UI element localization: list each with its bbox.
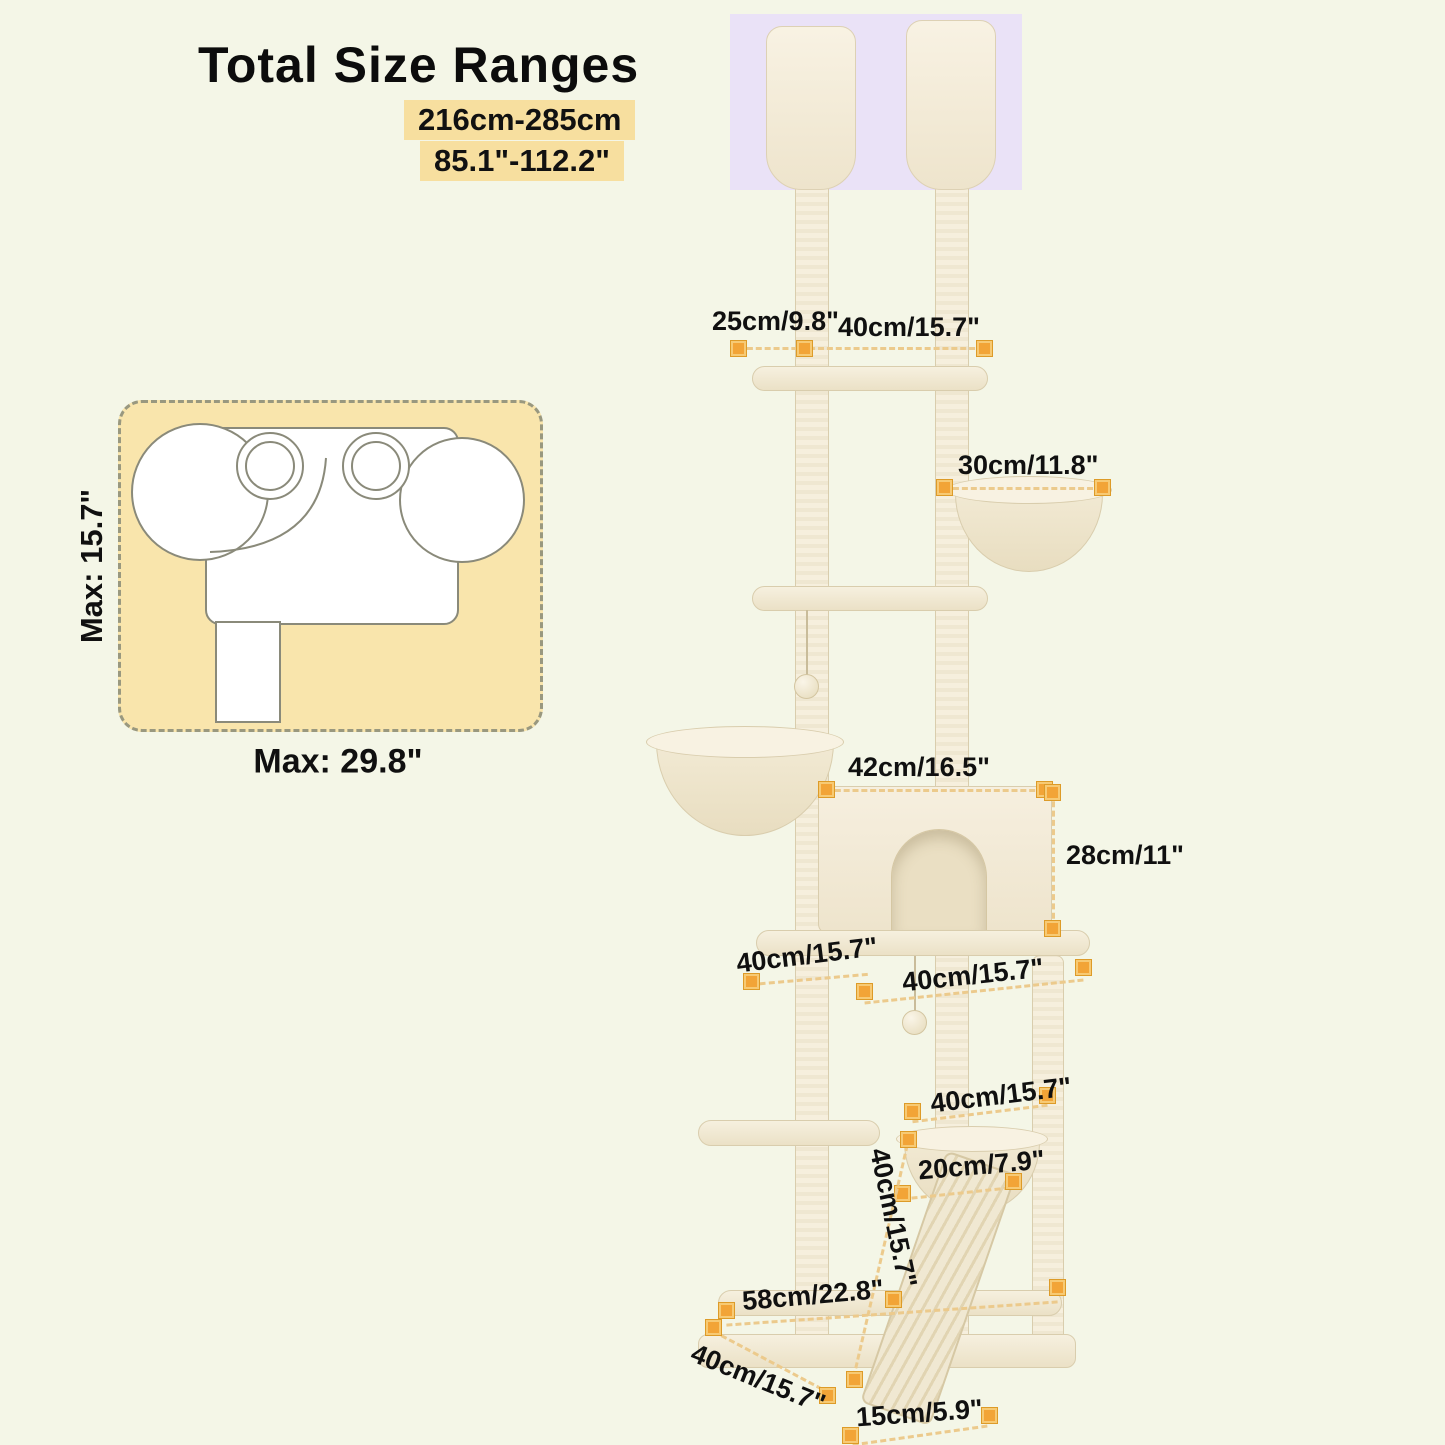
- upper-hammock-rim: [946, 476, 1112, 504]
- dim-marker: [819, 782, 834, 797]
- footprint-max-depth-label: Max: 15.7": [74, 488, 109, 644]
- dim-label-top-shelf-depth: 25cm/9.8": [712, 306, 839, 336]
- dim-marker: [1095, 480, 1110, 495]
- lower-left-platform: [698, 1120, 880, 1146]
- dim-marker: [744, 974, 759, 989]
- footprint-ring-right-inner: [351, 441, 401, 491]
- condo-platform: [756, 930, 1090, 956]
- footprint-top-view: [131, 423, 525, 723]
- dim-marker: [1040, 1088, 1055, 1103]
- dim-label-upper-hammock: 30cm/11.8": [958, 450, 1099, 480]
- lower-hammock-rim: [896, 1126, 1048, 1152]
- dim-marker: [1006, 1174, 1021, 1189]
- toy-string-2: [914, 956, 916, 1014]
- toy-ball-1: [794, 674, 819, 699]
- condo-door: [891, 829, 987, 934]
- dim-line-condo-height: [1052, 792, 1055, 928]
- dim-label-condo-height: 28cm/11": [1066, 840, 1184, 870]
- size-range-inches: 85.1"-112.2": [420, 141, 624, 181]
- condo-house: [818, 786, 1052, 934]
- dim-marker: [1045, 785, 1060, 800]
- dim-marker: [901, 1132, 916, 1147]
- footprint-ring-left-inner: [245, 441, 295, 491]
- toy-ball-2: [902, 1010, 927, 1035]
- page-title: Total Size Ranges: [198, 37, 640, 93]
- footprint-right-perch: [399, 437, 525, 563]
- dim-marker: [905, 1104, 920, 1119]
- footprint-ramp: [215, 621, 281, 723]
- mid-hammock-rim: [646, 726, 844, 758]
- dim-marker: [719, 1303, 734, 1318]
- dim-marker: [857, 984, 872, 999]
- dim-marker: [847, 1372, 862, 1387]
- dim-marker: [982, 1408, 997, 1423]
- second-platform: [752, 586, 988, 611]
- dim-line-top-shelf: [738, 347, 984, 350]
- dim-marker: [937, 480, 952, 495]
- dim-line-condo-width: [826, 789, 1044, 792]
- dim-marker: [797, 341, 812, 356]
- dim-marker: [820, 1388, 835, 1403]
- top-platform: [752, 366, 988, 391]
- footprint-inner-curve: [209, 457, 327, 553]
- footprint-max-width-label: Max: 29.8": [253, 742, 423, 781]
- dim-marker: [731, 341, 746, 356]
- toy-string-1: [806, 610, 808, 678]
- dim-line-upper-hammock: [944, 487, 1102, 490]
- dim-label-condo-width: 42cm/16.5": [848, 752, 990, 782]
- dim-marker: [895, 1186, 910, 1201]
- dim-marker: [1045, 921, 1060, 936]
- pole-cover-left: [766, 26, 856, 190]
- size-range-cm: 216cm-285cm: [404, 100, 636, 140]
- pole-cover-right: [906, 20, 996, 190]
- dim-marker: [706, 1320, 721, 1335]
- dim-marker: [886, 1292, 901, 1307]
- dim-label-top-shelf-width: 40cm/15.7": [838, 312, 980, 342]
- dim-marker: [977, 341, 992, 356]
- dim-marker: [1050, 1280, 1065, 1295]
- dim-marker: [843, 1428, 858, 1443]
- dim-marker: [1076, 960, 1091, 975]
